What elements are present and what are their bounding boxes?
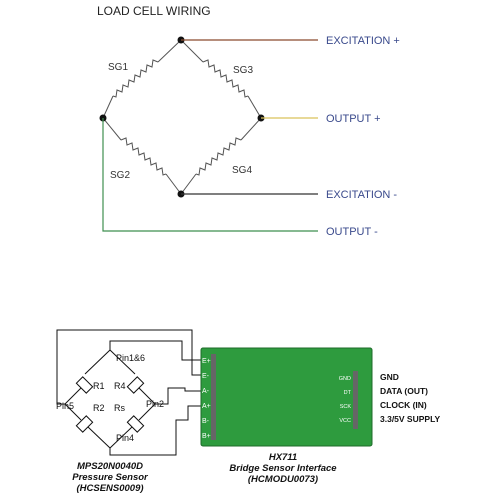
strain-gauge-sg2 <box>120 137 167 176</box>
signal-supply: 3.3/5V SUPPLY <box>380 414 440 424</box>
label-output-positive: OUTPUT + <box>326 113 381 125</box>
hx711-module-board <box>200 347 373 447</box>
pin-label-a-minus: A- <box>202 388 210 395</box>
resistor-r2-label: R2 <box>93 403 105 413</box>
strain-gauge-sg1 <box>112 59 159 98</box>
signal-data-out: DATA (OUT) <box>380 386 428 396</box>
label-sg1: SG1 <box>108 62 128 73</box>
module-name: HX711 <box>269 452 297 463</box>
pin-right-label: Pin2 <box>146 399 164 409</box>
pin-label-vcc: VCC <box>339 418 351 424</box>
pin-label-gnd: GND <box>339 376 351 382</box>
bridge-diamond <box>102 39 262 195</box>
label-sg4: SG4 <box>232 165 252 176</box>
pin-label-sck: SCK <box>340 404 352 410</box>
label-sg2: SG2 <box>110 170 130 181</box>
wiring-title: LOAD CELL WIRING <box>97 4 211 18</box>
pin-label-e-minus: E- <box>202 373 210 380</box>
sensor-bridge <box>64 349 156 449</box>
label-output-negative: OUTPUT - <box>326 226 378 238</box>
resistor-r4-label: R4 <box>114 381 126 391</box>
pin-label-b-plus: B+ <box>202 433 211 440</box>
pin-label-b-minus: B- <box>202 418 210 425</box>
pin-top-label: Pin1&6 <box>116 353 145 363</box>
sensor-type: Pressure Sensor <box>72 472 149 483</box>
hx711-signal-labels: GND DATA (OUT) CLOCK (IN) 3.3/5V SUPPLY <box>380 372 440 424</box>
sensor-code: (HCSENS0009) <box>76 483 143 494</box>
signal-gnd: GND <box>380 372 399 382</box>
pin-bottom-label: Pin4 <box>116 433 134 443</box>
pin-label-a-plus: A+ <box>202 403 211 410</box>
hx711-left-header <box>211 354 216 440</box>
hx711-left-pin-labels: E+ E- A- A+ B- B+ <box>202 358 211 440</box>
module-type: Bridge Sensor Interface <box>229 463 337 474</box>
resistor-r1-label: R1 <box>93 381 105 391</box>
strain-gauge-sg3 <box>202 59 249 98</box>
hx711-right-pin-labels: GND DT SCK VCC <box>339 376 352 424</box>
label-excitation-positive: EXCITATION + <box>326 35 400 47</box>
pin-label-dt: DT <box>344 390 352 396</box>
label-excitation-negative: EXCITATION - <box>326 189 397 201</box>
strain-gauge-sg4 <box>195 137 242 176</box>
pin-left-label: Pin5 <box>56 401 74 411</box>
pin-label-e-plus: E+ <box>202 358 211 365</box>
hx711-right-header <box>353 371 358 429</box>
label-sg3: SG3 <box>233 65 253 76</box>
sensor-name: MPS20N0040D <box>77 461 143 472</box>
wire-output-negative <box>102 118 318 232</box>
signal-clock-in: CLOCK (IN) <box>380 400 427 410</box>
resistor-rs-label: Rs <box>114 403 125 413</box>
module-code: (HCMODU0073) <box>248 474 318 485</box>
sensor-module-wires <box>56 329 210 456</box>
